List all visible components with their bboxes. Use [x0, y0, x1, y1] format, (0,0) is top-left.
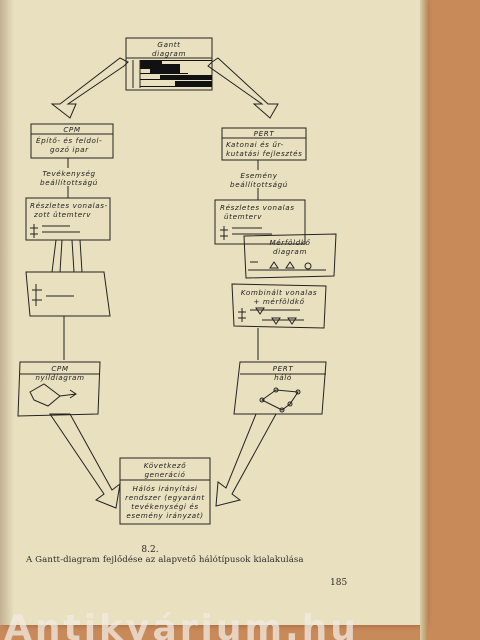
figure-caption: A Gantt-diagram fejlődése az alapvető há… — [26, 555, 304, 565]
combined-label: Kombinált vonalas + mérföldkő — [234, 288, 324, 306]
next-gen-desc-line4: esemény irányzat) — [126, 511, 204, 520]
left-detailed-label: Részletes vonalas- zott ütemterv — [30, 201, 110, 219]
cpm-description: Építő- és feldol- gozó ipar — [36, 136, 114, 154]
left-detailed-line1: Részletes vonalas- — [30, 201, 108, 210]
next-generation-title: Következő generáció — [120, 461, 210, 479]
gantt-evolution-diagram — [17, 37, 337, 525]
watermark: Antikvárium.hu — [4, 612, 359, 640]
next-generation-box — [119, 457, 211, 525]
cpm-title: CPM — [63, 125, 81, 134]
activity-label-line1: Tevékenység — [42, 169, 96, 178]
gantt-label-line1: Gantt — [157, 40, 181, 49]
arrow-cpm-to-next — [49, 413, 121, 509]
page-binding-shadow — [0, 0, 14, 625]
page-number: 185 — [330, 578, 348, 588]
milestone-line1: Mérföldkő — [269, 238, 311, 247]
left-middle-box — [25, 271, 111, 317]
gantt-label-line2: diagram — [151, 49, 187, 58]
activity-oriented-label: Tevékenység beállítottságú — [24, 169, 114, 187]
milestone-box — [243, 233, 337, 279]
milestone-label: Mérföldkő diagram — [246, 238, 334, 256]
figure-number: 8.2. — [141, 545, 159, 555]
gantt-bars — [140, 60, 212, 87]
arrow-gantt-to-cpm — [50, 57, 129, 119]
book-page: Gantt diagram CPM Építő- és feldol- gozó… — [0, 0, 422, 625]
cpm-box — [30, 123, 114, 159]
cpm-network-label: CPM nyíldiagram — [20, 364, 100, 382]
combined-line1: Kombinált vonalas — [240, 288, 318, 297]
pert-network-box — [233, 361, 327, 415]
pert-box — [221, 127, 307, 161]
arrow-pert-to-next — [215, 413, 277, 507]
next-gen-desc-line1: Hálós irányítási — [132, 484, 198, 493]
left-detailed-box — [25, 197, 111, 241]
milestone-line2: diagram — [272, 247, 308, 256]
pert-desc-line1: Katonai és űr- — [226, 140, 284, 149]
next-generation-description: Hálós irányítási rendszer (egyaránt tevé… — [120, 484, 210, 520]
right-detailed-line2: ütemterv — [224, 212, 263, 221]
event-label-line2: beállítottságú — [230, 180, 288, 189]
activity-label-line2: beállítottságú — [40, 178, 98, 187]
pert-title: PERT — [253, 129, 275, 138]
next-gen-desc-line2: rendszer (egyaránt — [125, 493, 205, 502]
event-oriented-label: Esemény beállítottságú — [214, 171, 304, 189]
page-edge — [420, 0, 428, 640]
pert-network-label: PERT háló — [240, 364, 326, 382]
combined-line2: + mérföldkő — [253, 297, 305, 306]
pert-network-line1: PERT — [272, 364, 294, 373]
right-detailed-box — [214, 199, 306, 245]
cpm-network-box — [17, 361, 101, 417]
pert-desc-line2: kutatási fejlesztés — [226, 149, 303, 158]
next-gen-desc-line3: tevékenységi és — [131, 502, 199, 511]
right-detailed-line1: Részletes vonalas — [220, 203, 295, 212]
cpm-network-line1: CPM — [51, 364, 69, 373]
combined-box — [231, 283, 327, 329]
pert-network-line2: háló — [274, 373, 292, 382]
right-detailed-label: Részletes vonalas ütemterv — [220, 203, 304, 221]
next-gen-line1: Következő — [143, 461, 187, 470]
next-gen-line2: generáció — [144, 470, 186, 479]
cpm-network-line2: nyíldiagram — [35, 373, 85, 382]
gantt-label: Gantt diagram — [126, 40, 212, 58]
cpm-desc-line1: Építő- és feldol- — [36, 136, 103, 145]
arrow-gantt-to-pert — [207, 57, 279, 119]
left-detailed-line2: zott ütemterv — [34, 210, 92, 219]
event-label-line1: Esemény — [240, 171, 278, 180]
cpm-desc-line2: gozó ipar — [50, 145, 89, 154]
pert-description: Katonai és űr- kutatási fejlesztés — [226, 140, 310, 158]
